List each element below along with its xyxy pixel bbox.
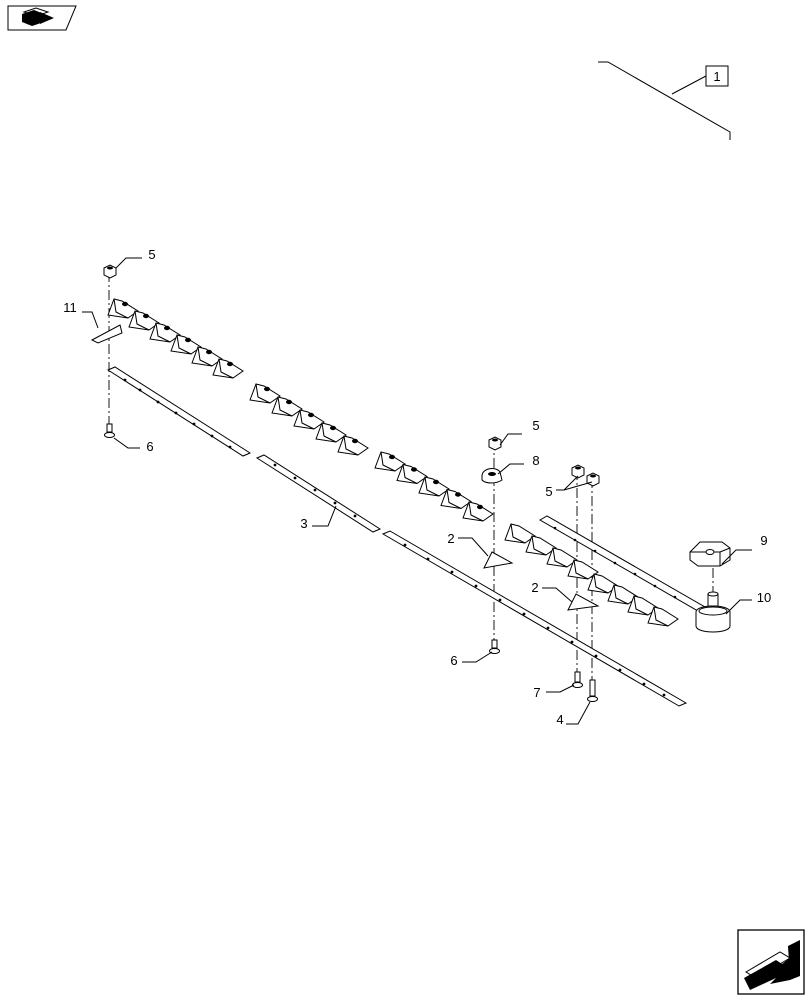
knife-section: [337, 435, 369, 456]
knife-section: [546, 547, 578, 568]
rivet: [227, 361, 233, 367]
callout-2-b: 2: [531, 580, 538, 595]
rivet: [352, 438, 358, 444]
knife-section: [567, 559, 599, 580]
knife-section-b: [567, 593, 600, 611]
clip: [481, 468, 503, 484]
nut-mid: [488, 436, 502, 451]
knife-back-bar: [106, 366, 688, 707]
assembly-label-box: [705, 65, 729, 87]
knife-section: [627, 595, 659, 616]
callout-6-mid: 6: [450, 653, 457, 668]
bar-holes: [123, 378, 666, 697]
prev-page-button[interactable]: [7, 5, 77, 31]
bolt-7: [572, 671, 583, 688]
knife-section: [607, 584, 639, 605]
callout-5-top: 5: [148, 247, 155, 262]
rivet: [433, 479, 439, 485]
rivet: [264, 386, 270, 392]
knife-section: [462, 501, 494, 522]
knife-section-row-right-b: [587, 573, 679, 627]
leader-lines: [82, 257, 752, 725]
callout-2-a: 2: [447, 531, 454, 546]
rivet: [122, 301, 128, 307]
knife-section: [525, 535, 557, 556]
rivet: [477, 504, 483, 510]
bolt-top: [104, 423, 115, 438]
assembly-label: 1: [713, 69, 720, 84]
knife-section: [271, 396, 303, 417]
callout-10: 10: [757, 590, 771, 605]
rivet: [411, 467, 417, 472]
knife-section: [418, 476, 450, 497]
knife-section: [504, 523, 536, 544]
knife-section: [249, 383, 281, 404]
knife-section: [107, 298, 139, 319]
rivet: [206, 349, 212, 355]
rivet: [308, 412, 314, 418]
rivet: [455, 492, 461, 497]
knife-head: [695, 591, 731, 633]
back-arrow-icon: [22, 7, 54, 26]
rivet: [143, 313, 149, 319]
knife-section-row-top: [107, 298, 244, 379]
callout-8: 8: [532, 453, 539, 468]
rivet: [286, 399, 292, 405]
callout-5-mid: 5: [532, 418, 539, 433]
callout-11: 11: [63, 300, 77, 315]
knife-head-block: [689, 541, 731, 567]
next-page-button[interactable]: [737, 929, 805, 995]
knife-section: [128, 310, 160, 331]
knife-section: [587, 573, 619, 594]
assembly-reference: 1: [598, 61, 731, 140]
knife-section: [293, 409, 325, 430]
nut-top: [103, 264, 117, 279]
callout-7: 7: [533, 685, 540, 700]
rivet: [164, 325, 170, 331]
knife-section: [440, 488, 472, 510]
rivet: [389, 454, 395, 460]
rivet: [185, 337, 191, 343]
knife-section-row-mid: [249, 383, 369, 456]
knife-section-row-low: [374, 451, 494, 522]
callout-9: 9: [760, 533, 767, 548]
callout-5-pair: 5: [545, 484, 552, 499]
knife-section: [647, 606, 679, 627]
rivet: [330, 425, 336, 431]
knife-section: [149, 322, 181, 343]
nut-pair-1: [571, 464, 585, 479]
nut-pair-2: [586, 472, 600, 487]
bolt-mid: [489, 639, 500, 654]
knife-section: [170, 334, 202, 355]
knife-section-a: [483, 551, 514, 569]
knife-section-row-right-a: [504, 523, 599, 580]
guard-plate: [90, 324, 123, 344]
callout-6-top: 6: [146, 439, 153, 454]
knife-section: [396, 463, 428, 485]
knife-section: [315, 422, 347, 443]
knife-section: [191, 346, 223, 367]
callout-3: 3: [300, 516, 307, 531]
knife-section: [374, 451, 406, 472]
knife-section: [212, 358, 244, 379]
bolt-4: [587, 679, 598, 702]
next-arrow-icon: [744, 940, 800, 990]
callout-4: 4: [556, 712, 563, 727]
